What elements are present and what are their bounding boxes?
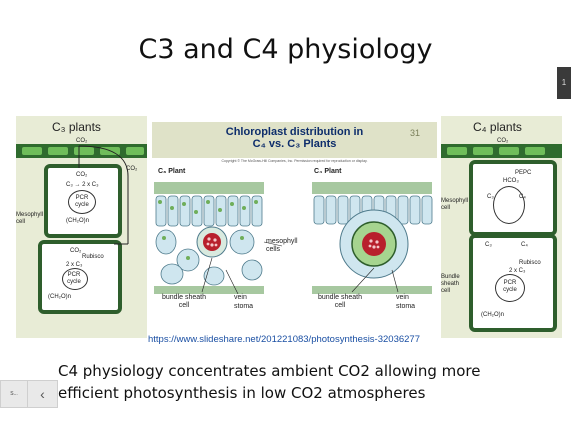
c3-label: C₃ [485, 242, 492, 248]
leaf-cross-sections [154, 182, 433, 295]
figure-header [152, 122, 437, 158]
c3-diagram: C₃ plants CO₂ CO₂ Mesophyll cell CO₂ C₃ … [16, 116, 147, 338]
slide-thumbnail[interactable]: S... [1, 381, 28, 407]
slide-nav: S... ‹ [0, 380, 58, 408]
pcr-cycle-label: PCR cycle [75, 195, 89, 208]
c4-cycle-circle [493, 186, 525, 224]
c4-bundle-sheath-label: bundle sheath cell [318, 294, 362, 309]
epidermis-cell [22, 147, 42, 155]
epidermis-cell [74, 147, 94, 155]
co2-top-label: CO₂ [76, 138, 88, 144]
epidermis-cell [473, 147, 493, 155]
c4-heading: C₄ plants [473, 120, 522, 134]
two-c3-label: 2 x C₃ [509, 268, 526, 274]
mesophyll-cell-box: PEPC HCO₃ C₄ C₃ [469, 160, 557, 236]
product-label: (CH₂O)n [481, 312, 504, 318]
c3-bundle-sheath-label: bundle sheath cell [162, 294, 206, 309]
epidermis-cell [48, 147, 68, 155]
slide-caption: C4 physiology concentrates ambient CO2 a… [58, 360, 528, 404]
co2-right-label: CO₂ [126, 166, 138, 172]
epidermis-cell [499, 147, 519, 155]
epidermis-cell [447, 147, 467, 155]
pcr-cycle-circle [68, 190, 96, 214]
epidermis-cell [126, 147, 144, 155]
mesophyll-cell-box: CO₂ C₃ → 2 x C₃ PCR cycle (CH₂O)n [44, 164, 122, 238]
pcr-cycle-label: PCR cycle [503, 280, 517, 293]
cycle-co2: CO₂ [70, 248, 82, 254]
rubisco-label: Rubisco [519, 260, 541, 266]
pcr-cycle-circle [62, 268, 88, 290]
product-label: (CH₂O)n [48, 294, 71, 300]
chloroplast-figure: Chloroplast distribution in C₄ vs. C₃ Pl… [152, 122, 437, 329]
epidermis-cell [525, 147, 545, 155]
co2-top-label: CO₂ [497, 138, 509, 144]
bundle-sheath-cell-box: CO₂ Rubisco 2 x C₃ PCR cycle (CH₂O)n [38, 240, 122, 314]
figure-page-number: 31 [410, 128, 421, 138]
c3-plant-label: C₃ Plant [158, 168, 186, 175]
rubisco-label: Rubisco [82, 254, 104, 260]
caption-line-2: efficient photosynthesis in low CO2 atmo… [58, 384, 426, 402]
cycle-c3: C₃ → 2 x C₃ [66, 182, 99, 188]
pepc-label: PEPC [515, 170, 532, 176]
mesophyll-cell-label: Mesophyll cell [441, 198, 469, 211]
bundle-sheath-label: Bundle sheath cell [441, 274, 460, 294]
c4-stoma-label: stoma [396, 303, 416, 310]
side-panel-tab[interactable]: 1 [557, 67, 571, 99]
mesophyll-cell-label: Mesophyll cell [16, 212, 44, 225]
c3-stoma-label: stoma [234, 303, 254, 310]
c4-vein-label: vein [396, 294, 409, 301]
hco3-label: HCO₃ [503, 178, 519, 184]
product-label: (CH₂O)n [66, 218, 89, 224]
source-link[interactable]: https://www.slideshare.net/201221083/pho… [148, 334, 420, 345]
mesophyll-cells-label: mesophyll cells [266, 238, 298, 253]
c4-diagram: C₄ plants CO₂ Mesophyll cell Bundle shea… [441, 116, 562, 338]
c3-vein-label: vein [234, 294, 247, 301]
figure-copyright: Copyright © The McGraw-Hill Companies, I… [221, 159, 368, 163]
caption-line-1: C4 physiology concentrates ambient CO2 a… [58, 362, 481, 380]
previous-slide-icon[interactable]: ‹ [40, 386, 45, 402]
pcr-cycle-label: PCR cycle [67, 272, 81, 285]
figure-title-line1: Chloroplast distribution in [225, 126, 364, 138]
figure-title-line2: C₄ vs. C₃ Plants [252, 138, 337, 150]
c3-arrows [78, 145, 129, 245]
c3-heading: C₃ plants [52, 120, 101, 134]
c4-label: C₄ [521, 242, 528, 248]
pcr-cycle-circle [495, 274, 525, 302]
c3-label: C₃ [487, 194, 494, 200]
c4-label: C₄ [519, 194, 526, 200]
bundle-sheath-cell-box: C₃ C₄ Rubisco 2 x C₃ PCR cycle (CH₂O)n [469, 234, 557, 332]
c4-plant-label: C₄ Plant [314, 168, 342, 175]
cycle-c3: 2 x C₃ [66, 262, 83, 268]
cycle-co2: CO₂ [76, 172, 88, 178]
slide-title: C3 and C4 physiology [138, 34, 433, 65]
